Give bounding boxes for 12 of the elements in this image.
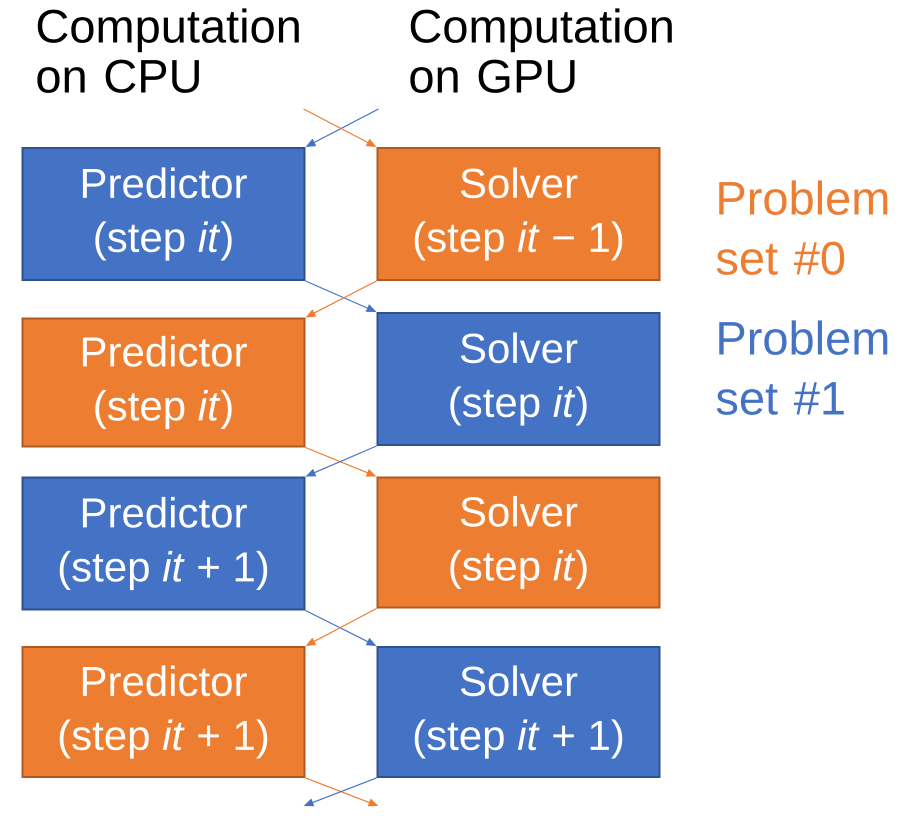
predictor-box: Predictor (step it): [22, 147, 306, 281]
solver-box: Solver (step it + 1): [376, 646, 660, 778]
predictor-box: Predictor (step it + 1): [22, 646, 306, 778]
legend-entry: Problem set #1: [716, 320, 888, 415]
predictor-box: Predictor (step it): [22, 318, 306, 448]
solver-box: Solver (step it): [376, 476, 660, 608]
predictor-box: Predictor (step it + 1): [22, 476, 306, 610]
solver-box: Solver (step it): [376, 312, 660, 446]
column-heading: Computation on CPU: [37, 8, 299, 93]
legend-entry: Problem set #0: [716, 180, 888, 275]
column-heading: Computation on GPU: [410, 8, 672, 93]
solver-box: Solver (step it − 1): [376, 147, 660, 281]
